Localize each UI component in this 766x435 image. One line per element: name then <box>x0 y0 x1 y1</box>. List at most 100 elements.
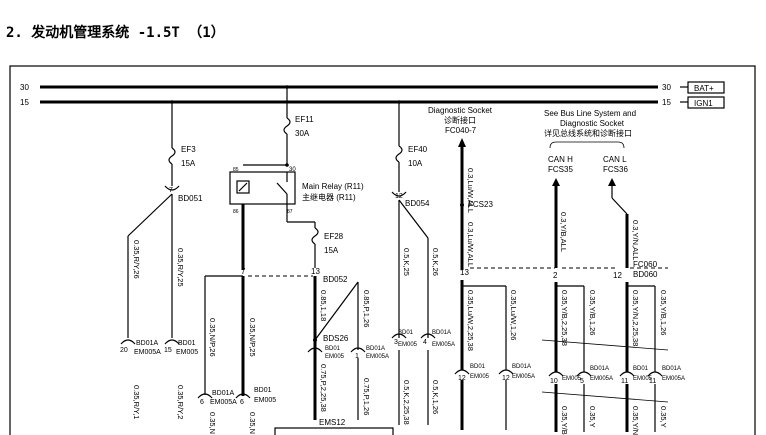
svg-text:EM005A: EM005A <box>590 376 613 382</box>
svg-text:7: 7 <box>241 267 246 276</box>
connector-bd052-label: BD052 <box>323 275 348 284</box>
svg-text:EM005A: EM005A <box>366 354 389 360</box>
svg-text:0.35,R/Y,2: 0.35,R/Y,2 <box>176 385 185 419</box>
svg-text:85: 85 <box>233 167 239 173</box>
fuse-ef11-rating: 30A <box>295 129 310 138</box>
svg-text:0.35,Y: 0.35,Y <box>659 406 668 428</box>
svg-text:0.5,K,25: 0.5,K,25 <box>402 248 411 276</box>
svg-text:0.35,R/Y,25: 0.35,R/Y,25 <box>176 248 185 287</box>
svg-text:0.35,N/P,26: 0.35,N/P,26 <box>208 318 217 357</box>
svg-text:0.75,P,1,26: 0.75,P,1,26 <box>362 378 371 415</box>
svg-text:3: 3 <box>394 339 398 346</box>
svg-text:EM005A: EM005A <box>210 399 237 406</box>
svg-text:0.35,Y/B,1,26: 0.35,Y/B,1,26 <box>659 290 668 335</box>
can-l-label: CAN L <box>603 155 627 164</box>
connector-bd060-label: BD060 <box>633 270 658 279</box>
svg-text:0.3,Y/B,ALL: 0.3,Y/B,ALL <box>559 212 568 252</box>
svg-text:5: 5 <box>580 378 584 385</box>
svg-text:EM005: EM005 <box>398 342 418 348</box>
svg-text:0.85,1,18: 0.85,1,18 <box>319 290 328 321</box>
svg-text:BD01: BD01 <box>325 346 341 352</box>
relay-label-en: Main Relay (R11) <box>302 182 364 191</box>
terminal-row-upper <box>120 333 436 345</box>
relay-coil <box>236 180 250 194</box>
connector-fc060-label: FC060 <box>633 260 658 269</box>
fuse-ef40-symbol <box>395 145 403 163</box>
fuse-ef28-symbol <box>311 227 319 245</box>
svg-text:10: 10 <box>550 378 558 385</box>
svg-text:0.35,N: 0.35,N <box>248 412 257 434</box>
svg-text:1: 1 <box>355 353 359 360</box>
diagram-frame <box>9 65 756 435</box>
can-h-arrow <box>552 178 560 186</box>
svg-text:0.3,Lu/W,ALL: 0.3,Lu/W,ALL <box>466 168 475 213</box>
ign-label: IGN1 <box>694 99 713 108</box>
svg-text:0.35,Lu/W,2,25,38: 0.35,Lu/W,2,25,38 <box>466 290 475 351</box>
svg-text:BD01A: BD01A <box>432 330 451 336</box>
svg-text:EM005: EM005 <box>325 354 345 360</box>
svg-text:EM005: EM005 <box>254 397 276 404</box>
bus-15-left-label: 15 <box>20 98 29 107</box>
ign-box <box>687 96 725 109</box>
svg-text:0.35,R/Y,1: 0.35,R/Y,1 <box>132 385 141 419</box>
svg-text:0.5,K,26: 0.5,K,26 <box>431 248 440 276</box>
fuse-ef3-symbol <box>168 147 176 165</box>
svg-text:87: 87 <box>287 209 293 215</box>
svg-text:BD01: BD01 <box>398 330 414 336</box>
connector-fcs36-label: FCS36 <box>603 165 628 174</box>
svg-text:BD01A: BD01A <box>136 340 159 347</box>
diag-code: FC040-7 <box>445 126 477 135</box>
connector-bd054-label: BD054 <box>405 199 430 208</box>
svg-text:6: 6 <box>240 399 244 406</box>
connector-bd054-symbol <box>391 191 407 197</box>
fuse-ef40-rating: 10A <box>408 159 423 168</box>
svg-text:4: 4 <box>423 339 427 346</box>
fuse-ef11-symbol <box>283 117 291 135</box>
svg-text:EM005: EM005 <box>633 376 653 382</box>
svg-text:0.35,Y/N,2,25,38: 0.35,Y/N,2,25,38 <box>631 290 640 346</box>
svg-text:11: 11 <box>621 378 628 385</box>
svg-text:EM005A: EM005A <box>512 374 535 380</box>
svg-text:0.35,R/Y,26: 0.35,R/Y,26 <box>132 240 141 279</box>
svg-text:0.35,N/P,25: 0.35,N/P,25 <box>248 318 257 357</box>
svg-text:0.5,K,1,26: 0.5,K,1,26 <box>431 380 440 414</box>
svg-text:0.75,P,2,25,38: 0.75,P,2,25,38 <box>319 364 328 412</box>
connector-ems12-label: EMS12 <box>319 418 346 427</box>
section-title: 2. 发动机管理系统 -1.5T （1） <box>6 25 225 41</box>
svg-text:0.35,Y/N: 0.35,Y/N <box>631 406 640 435</box>
svg-text:BD01A: BD01A <box>512 364 531 370</box>
svg-text:13: 13 <box>460 268 469 277</box>
connector-bd051-symbol <box>164 185 180 191</box>
svg-text:30: 30 <box>289 167 296 173</box>
svg-text:EM005A: EM005A <box>432 342 455 348</box>
fuse-ef11-name: EF11 <box>295 115 314 124</box>
svg-text:0.3,Y/N,ALL: 0.3,Y/N,ALL <box>631 220 640 260</box>
svg-text:EM005: EM005 <box>176 349 198 356</box>
svg-text:86: 86 <box>233 209 239 215</box>
connector-fcs23-label: FCS23 <box>468 200 493 209</box>
svg-text:0.35,Lu/W,1,26: 0.35,Lu/W,1,26 <box>509 290 518 340</box>
busline-note-en1: See Bus Line System and <box>544 109 636 118</box>
connector-bds26-label: BDS26 <box>323 334 349 343</box>
bus-15-right-label: 15 <box>662 98 671 107</box>
svg-text:BD01: BD01 <box>470 364 486 370</box>
svg-text:11: 11 <box>649 378 656 385</box>
main-relay-box <box>229 171 296 205</box>
fuse-ef28-rating: 15A <box>324 246 339 255</box>
diag-title-cn: 诊断接口 <box>444 115 476 125</box>
svg-text:0.85,P,1,26: 0.85,P,1,26 <box>362 290 371 327</box>
bus-30-right-label: 30 <box>662 83 671 92</box>
svg-text:0.35,Y/B,1,26: 0.35,Y/B,1,26 <box>588 290 597 335</box>
svg-text:BD01A: BD01A <box>212 390 235 397</box>
svg-text:0.35,Y/B: 0.35,Y/B <box>560 406 569 435</box>
svg-text:2: 2 <box>553 271 558 280</box>
bat-label: BAT+ <box>694 84 714 93</box>
fuse-ef3-rating: 15A <box>181 159 196 168</box>
fuse-ef3-name: EF3 <box>181 145 196 154</box>
svg-text:EM005A: EM005A <box>134 349 161 356</box>
svg-text:BD01A: BD01A <box>662 366 681 372</box>
busline-note-en2: Diagnostic Socket <box>560 119 625 128</box>
svg-text:0.5,K,2,25,38: 0.5,K,2,25,38 <box>402 380 411 425</box>
can-l-arrow <box>608 178 616 186</box>
